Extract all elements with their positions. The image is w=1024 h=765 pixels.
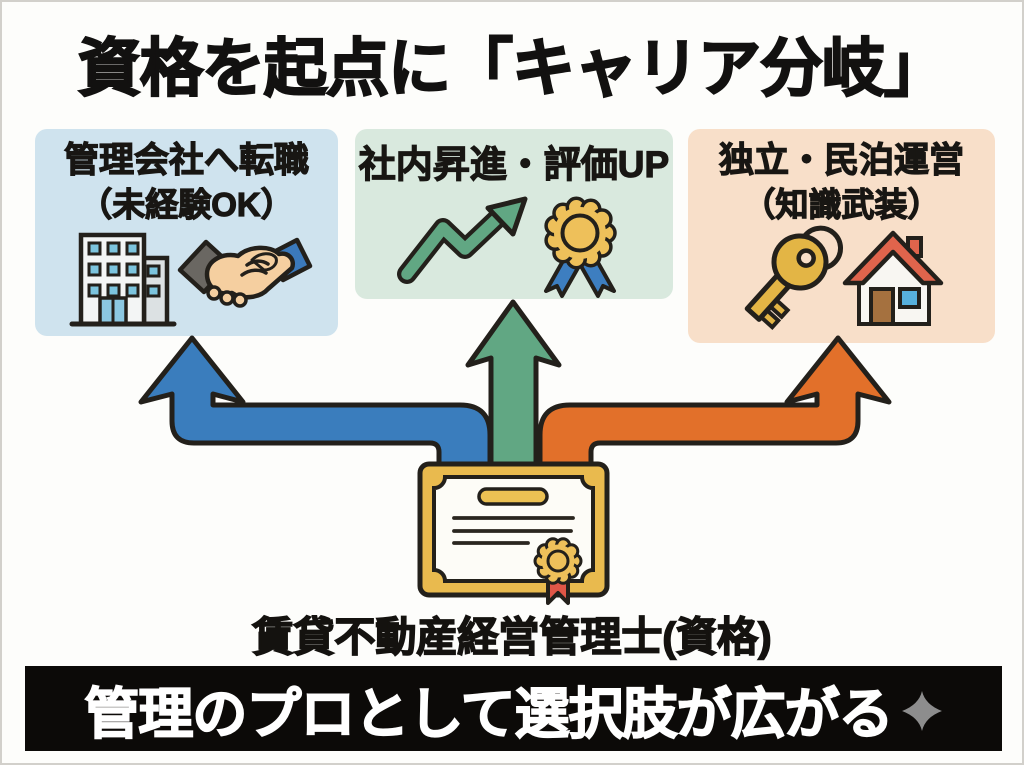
certificate-text-lines	[452, 516, 575, 545]
branch-box-job-change: 管理会社へ転職 （未経験OK）	[35, 129, 338, 336]
blue-elbow-arrow	[138, 335, 493, 469]
branch-title-promotion: 社内昇進・評価UP	[355, 129, 673, 189]
green-straight-arrow	[465, 299, 562, 468]
branch-box-independence: 独立・民泊運営 （知識武装）	[688, 129, 995, 343]
branch-box-promotion: 社内昇進・評価UP	[355, 129, 673, 299]
footer-text: 管理のプロとして選択肢が広がる	[84, 682, 895, 746]
branch-label-line1: 管理会社へ転職	[63, 140, 309, 180]
orange-elbow-arrow	[537, 335, 892, 469]
certificate-seal	[533, 537, 583, 585]
branch-label-line1: 独立・民泊運営	[718, 140, 964, 180]
page-title: 資格を起点に「キャリア分岐」	[77, 33, 948, 105]
footer-banner: 管理のプロとして選択肢が広がる	[25, 666, 1002, 751]
sparkle-icon	[901, 690, 942, 731]
branch-label-line2: （未経験OK）	[79, 185, 295, 223]
certificate-icon	[417, 461, 610, 605]
branch-label-line1: 社内昇進・評価UP	[358, 143, 670, 185]
branch-label-line2: （知識武装）	[742, 185, 941, 223]
qualification-label: 賃貸不動産経営管理士(資格)	[252, 613, 773, 661]
branch-title-independence: 独立・民泊運営 （知識武装）	[688, 129, 995, 226]
branch-title-job-change: 管理会社へ転職 （未経験OK）	[35, 129, 338, 226]
